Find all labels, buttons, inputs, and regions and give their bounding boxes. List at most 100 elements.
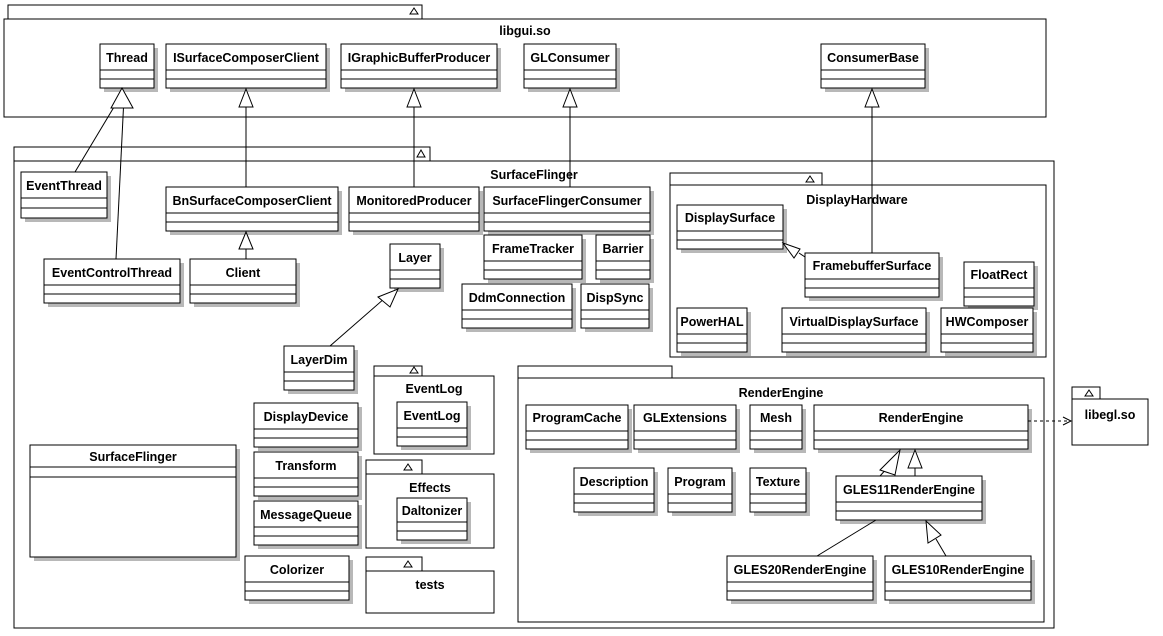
class-monitoredproducer[interactable]: MonitoredProducer — [348, 186, 483, 235]
association-gles20-gles11 — [816, 519, 877, 557]
generalization-arrowhead — [562, 87, 578, 108]
class-name: GLES10RenderEngine — [892, 563, 1025, 577]
class-name: GLExtensions — [643, 411, 727, 425]
generalization-framebuffersurface-displaysurface — [798, 252, 806, 258]
generalization-arrowhead — [238, 230, 254, 250]
class-hwcomposer[interactable]: HWComposer — [940, 307, 1037, 356]
class-name: Description — [580, 475, 649, 489]
class-eventthread[interactable]: EventThread — [20, 171, 111, 222]
class-name: SurfaceFlingerConsumer — [492, 194, 641, 208]
class-eventlog[interactable]: EventLog — [396, 401, 471, 450]
class-name: EventThread — [26, 179, 102, 193]
class-name: Thread — [106, 51, 148, 65]
class-gles20renderengine[interactable]: GLES20RenderEngine — [726, 555, 877, 604]
class-name: FramebufferSurface — [813, 259, 932, 273]
class-name: DispSync — [587, 291, 644, 305]
class-ddmconnection[interactable]: DdmConnection — [461, 283, 576, 332]
class-programcache[interactable]: ProgramCache — [525, 404, 632, 453]
class-name: VirtualDisplaySurface — [790, 315, 919, 329]
class-barrier[interactable]: Barrier — [595, 234, 654, 283]
package-title-surfaceflinger: SurfaceFlinger — [490, 168, 578, 182]
class-thread[interactable]: Thread — [99, 43, 158, 92]
class-gles11renderengine[interactable]: GLES11RenderEngine — [835, 475, 986, 524]
class-name: HWComposer — [946, 315, 1029, 329]
class-name: MonitoredProducer — [356, 194, 471, 208]
package-libegl[interactable]: libegl.so — [1071, 386, 1149, 446]
package-title-tests: tests — [415, 578, 444, 592]
class-name: Daltonizer — [402, 504, 463, 518]
class-name: EventControlThread — [52, 266, 172, 280]
generalization-arrowhead — [864, 87, 880, 108]
class-daltonizer[interactable]: Daltonizer — [396, 497, 471, 544]
class-colorizer[interactable]: Colorizer — [244, 555, 353, 604]
class-client[interactable]: Client — [189, 258, 300, 307]
class-description[interactable]: Description — [573, 467, 658, 516]
class-name: ConsumerBase — [827, 51, 919, 65]
class-isurfacecomposerclient[interactable]: ISurfaceComposerClient — [165, 43, 330, 92]
class-texture[interactable]: Texture — [749, 467, 810, 516]
class-layer[interactable]: Layer — [389, 243, 444, 292]
class-name: GLES11RenderEngine — [843, 483, 975, 497]
class-name: Transform — [275, 459, 336, 473]
class-name: MessageQueue — [260, 508, 352, 522]
class-name: DisplaySurface — [685, 211, 775, 225]
class-glconsumer[interactable]: GLConsumer — [523, 43, 620, 92]
class-name: FrameTracker — [492, 242, 574, 256]
class-name: LayerDim — [291, 353, 348, 367]
class-virtualdisplaysurface[interactable]: VirtualDisplaySurface — [781, 307, 930, 356]
class-name: IGraphicBufferProducer — [348, 51, 491, 65]
generalization-eventcontrolthread-thread — [115, 96, 125, 260]
class-program[interactable]: Program — [667, 467, 736, 516]
class-renderengine[interactable]: RenderEngine — [813, 404, 1032, 453]
package-title-libgui: libgui.so — [499, 24, 551, 38]
class-name: ISurfaceComposerClient — [173, 51, 320, 65]
package-tests[interactable]: tests — [365, 556, 495, 614]
class-igraphicbufferproducer[interactable]: IGraphicBufferProducer — [340, 43, 501, 92]
class-consumerbase[interactable]: ConsumerBase — [820, 43, 929, 92]
class-transform[interactable]: Transform — [253, 451, 362, 500]
package-title-renderengine: RenderEngine — [739, 386, 824, 400]
class-name: Layer — [398, 251, 431, 265]
class-name: Program — [674, 475, 725, 489]
class-name: GLConsumer — [530, 51, 609, 65]
class-dispsync[interactable]: DispSync — [580, 283, 653, 332]
package-title-libegl: libegl.so — [1085, 408, 1136, 422]
package-title-eventlog: EventLog — [406, 382, 463, 396]
class-glextensions[interactable]: GLExtensions — [633, 404, 740, 453]
class-name: EventLog — [404, 409, 461, 423]
generalization-eventthread-thread — [74, 96, 121, 173]
relationships — [74, 86, 1073, 557]
generalization-arrowhead — [925, 519, 942, 544]
class-frametracker[interactable]: FrameTracker — [483, 234, 586, 283]
class-name: DdmConnection — [469, 291, 566, 305]
class-displaysurface[interactable]: DisplaySurface — [676, 204, 787, 253]
class-name: RenderEngine — [879, 411, 964, 425]
class-name: Colorizer — [270, 563, 324, 577]
dependency-arrowhead — [1062, 416, 1073, 426]
class-name: GLES20RenderEngine — [734, 563, 867, 577]
generalization-arrowhead — [781, 241, 801, 259]
class-mesh[interactable]: Mesh — [749, 404, 806, 453]
class-surfaceflingerconsumer[interactable]: SurfaceFlingerConsumer — [483, 186, 654, 235]
class-displaydevice[interactable]: DisplayDevice — [253, 402, 362, 451]
generalization-arrowhead — [907, 448, 923, 469]
class-name: SurfaceFlinger — [89, 450, 177, 464]
class-layerdim[interactable]: LayerDim — [283, 345, 358, 394]
class-name: ProgramCache — [533, 411, 622, 425]
generalization-arrowhead — [879, 448, 901, 476]
class-name: Mesh — [760, 411, 792, 425]
class-messagequeue[interactable]: MessageQueue — [253, 500, 362, 549]
class-surfaceflinger[interactable]: SurfaceFlinger — [29, 444, 240, 561]
generalization-arrowhead — [238, 87, 254, 108]
class-bnsurfacecomposerclient[interactable]: BnSurfaceComposerClient — [165, 186, 342, 235]
class-name: PowerHAL — [680, 315, 744, 329]
class-powerhal[interactable]: PowerHAL — [676, 307, 751, 356]
class-framebuffersurface[interactable]: FramebufferSurface — [804, 252, 943, 301]
generalization-arrowhead — [377, 288, 399, 308]
class-gles10renderengine[interactable]: GLES10RenderEngine — [884, 555, 1035, 604]
generalization-gles10-gles11 — [935, 538, 947, 557]
package-title-displayhardware: DisplayHardware — [806, 193, 907, 207]
class-floatrect[interactable]: FloatRect — [963, 261, 1038, 310]
class-eventcontrolthread[interactable]: EventControlThread — [43, 258, 184, 307]
